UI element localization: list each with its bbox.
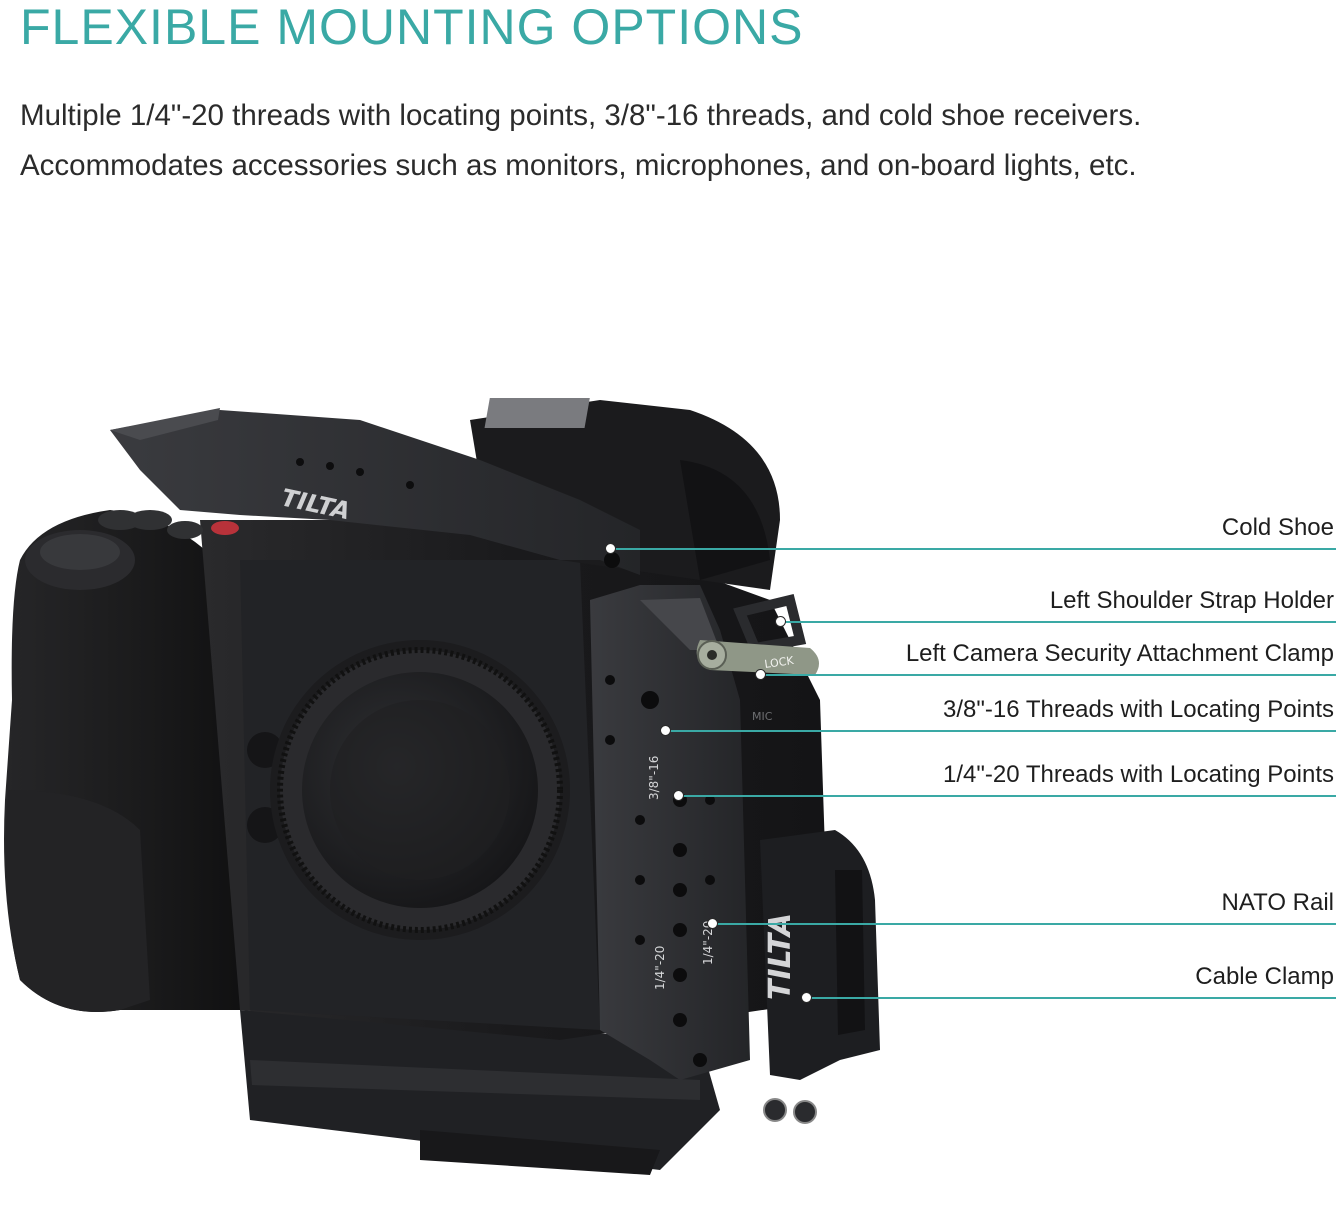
mic-marking: MIC — [752, 710, 773, 723]
side-clamp-logo: TILTA — [763, 913, 798, 1000]
section-title: FLEXIBLE MOUNTING OPTIONS — [20, 0, 804, 55]
camera-grip — [4, 510, 245, 1012]
callout-anchor-dot — [755, 669, 766, 680]
callout-leader-line — [665, 730, 1336, 732]
callout-anchor-dot — [775, 616, 786, 627]
strap-holder — [733, 593, 807, 654]
lock-lever-text: LOCK — [764, 654, 796, 671]
callout-anchor-dot — [660, 725, 671, 736]
thread-marking-38: 3/8"-16 — [647, 756, 661, 800]
thread-marking-14-a: 1/4"-20 — [653, 946, 667, 990]
callout-label: 3/8"-16 Threads with Locating Points — [943, 696, 1334, 723]
callout-anchor-dot — [801, 992, 812, 1003]
description-line-1: Multiple 1/4"-20 threads with locating p… — [20, 99, 1142, 132]
callout-anchor-dot — [707, 918, 718, 929]
cable-clamp: TILTA — [760, 830, 880, 1124]
callout-leader-line — [780, 621, 1336, 623]
callout-label: Cold Shoe — [1221, 514, 1334, 541]
callout-label: NATO Rail — [1221, 889, 1334, 916]
callout-label: Cable Clamp — [1195, 963, 1334, 990]
callout-anchor-dot — [673, 790, 684, 801]
callout-leader-line — [678, 795, 1336, 797]
callout-label: Left Camera Security Attachment Clamp — [905, 640, 1334, 667]
callout-anchor-dot — [605, 543, 616, 554]
camera-cage-illustration: TILTA 3/8"-16 1/4"-20 — [4, 398, 880, 1175]
callout-leader-line — [712, 923, 1336, 925]
cage-top-handle: TILTA — [110, 408, 640, 575]
callout-leader-line — [610, 548, 1336, 550]
callout-leader-line — [760, 674, 1336, 676]
base-plate — [240, 1010, 720, 1175]
lock-lever: LOCK — [696, 640, 819, 675]
body-cap — [270, 640, 570, 940]
top-dials — [25, 510, 283, 843]
cage-side-plate: 3/8"-16 1/4"-20 1/4"-20 MIC — [590, 585, 773, 1080]
callout-label: 1/4"-20 Threads with Locating Points — [943, 761, 1334, 788]
callout-label: Left Shoulder Strap Holder — [1049, 587, 1334, 614]
thread-marking-14-b: 1/4"-20 — [701, 921, 715, 965]
callout-leader-line — [806, 997, 1336, 999]
description-line-2: Accommodates accessories such as monitor… — [20, 149, 1137, 182]
